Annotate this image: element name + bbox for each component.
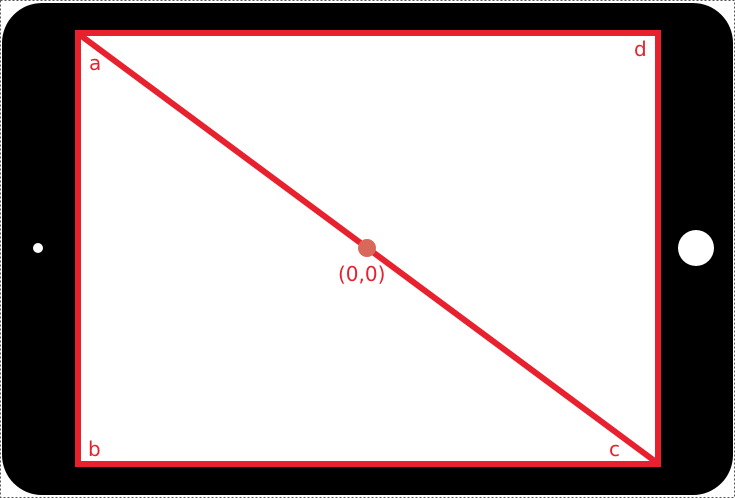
front-camera-icon	[33, 243, 43, 253]
origin-label: (0,0)	[338, 262, 385, 286]
corner-label-d: d	[634, 37, 647, 61]
origin-point	[358, 239, 376, 257]
corner-label-c: c	[609, 437, 620, 461]
corner-label-a: a	[89, 51, 101, 75]
screen-border	[75, 30, 661, 467]
corner-label-b: b	[88, 437, 101, 461]
home-button-icon[interactable]	[678, 230, 714, 266]
